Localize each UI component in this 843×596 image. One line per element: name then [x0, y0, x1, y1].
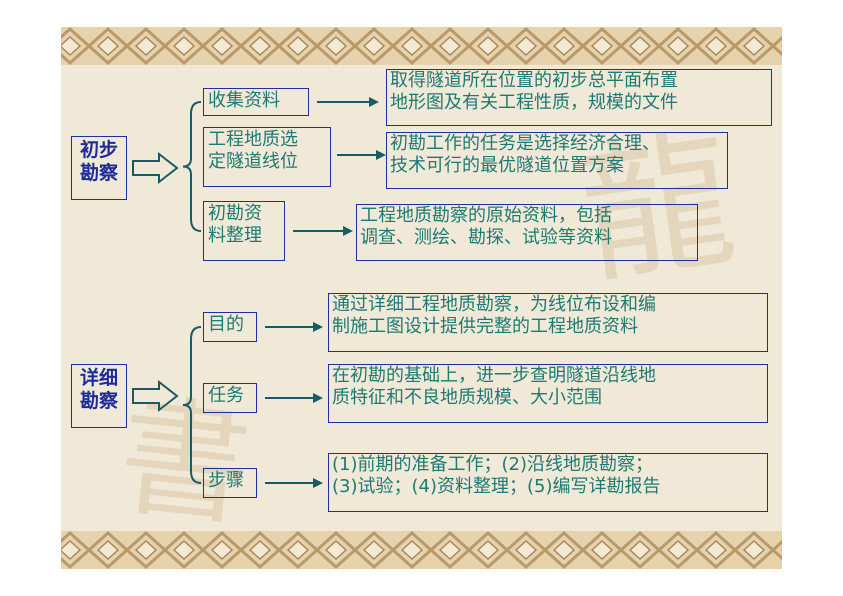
band-diamond-inner — [362, 35, 386, 57]
detail-brace — [182, 326, 202, 484]
top-border-band — [61, 27, 782, 65]
band-diamond-inner — [514, 539, 538, 561]
band-diamond-inner — [628, 539, 652, 561]
band-diamond-inner — [172, 35, 196, 57]
prelim-survey-label: 初步 勘察 — [71, 136, 127, 200]
detailed-survey-label: 详细 勘察 — [71, 364, 127, 428]
band-diamond-inner — [590, 35, 614, 57]
slide: 龍 書 初步 勘察 收集资料 工程地质选 定隧道线位 初勘资 料整理 取得隧道所… — [61, 27, 782, 569]
prelim-desc-data-sorting: 工程地质勘察的原始资料，包括 调查、测绘、勘探、试验等资料 — [356, 204, 698, 261]
band-diamond-inner — [590, 539, 614, 561]
detail-arrow-purpose-head — [313, 322, 323, 332]
band-diamond-inner — [552, 35, 576, 57]
band-diamond-inner — [438, 35, 462, 57]
band-diamond-inner — [96, 35, 120, 57]
detail-desc-purpose: 通过详细工程地质勘察，为线位布设和编 制施工图设计提供完整的工程地质资料 — [328, 293, 768, 352]
band-diamond-inner — [286, 35, 310, 57]
band-diamond-inner — [666, 35, 690, 57]
band-diamond-inner — [248, 539, 272, 561]
band-diamond-inner — [628, 35, 652, 57]
band-diamond-inner — [172, 539, 196, 561]
band-diamond-inner — [96, 539, 120, 561]
band-diamond-inner — [742, 539, 766, 561]
prelim-arrow-sorting-head — [343, 226, 353, 236]
prelim-arrow-route-head — [376, 150, 386, 160]
band-diamond-inner — [248, 35, 272, 57]
prelim-brace — [182, 101, 202, 232]
detail-hollow-arrow — [132, 379, 179, 413]
band-diamond-inner — [476, 35, 500, 57]
band-diamond-inner — [134, 539, 158, 561]
top-diamond-pattern — [61, 27, 782, 65]
band-diamond-inner — [324, 35, 348, 57]
detail-item-task: 任务 — [203, 383, 257, 413]
band-diamond-inner — [438, 539, 462, 561]
band-diamond-inner — [286, 539, 310, 561]
band-diamond-inner — [666, 539, 690, 561]
prelim-item-route-selection: 工程地质选 定隧道线位 — [203, 127, 331, 187]
band-diamond-inner — [61, 539, 82, 561]
band-diamond-inner — [514, 35, 538, 57]
detail-item-purpose: 目的 — [203, 312, 257, 342]
prelim-item-data-sorting: 初勘资 料整理 — [203, 201, 285, 261]
connector-layer — [132, 97, 386, 488]
prelim-arrow-collect-head — [369, 97, 379, 107]
detail-arrow-steps-head — [313, 478, 323, 488]
detail-item-steps: 步骤 — [203, 468, 257, 498]
band-diamond-inner — [704, 35, 728, 57]
band-diamond-inner — [742, 35, 766, 57]
band-diamond-inner — [476, 539, 500, 561]
detail-desc-steps: (1)前期的准备工作；(2)沿线地质勘察； (3)试验；(4)资料整理；(5)编… — [328, 453, 768, 512]
band-diamond-inner — [400, 539, 424, 561]
band-diamond-inner — [61, 35, 82, 57]
band-diamond-inner — [210, 539, 234, 561]
prelim-item-collect: 收集资料 — [203, 88, 309, 116]
band-diamond-inner — [210, 35, 234, 57]
band-diamond-inner — [134, 35, 158, 57]
band-diamond-inner — [704, 539, 728, 561]
prelim-desc-route-selection: 初勘工作的任务是选择经济合理、 技术可行的最优隧道位置方案 — [386, 132, 728, 189]
bottom-border-band — [61, 531, 782, 569]
prelim-desc-collect: 取得隧道所在位置的初步总平面布置 地形图及有关工程性质，规模的文件 — [386, 69, 772, 126]
detail-arrow-task-head — [313, 393, 323, 403]
band-diamond-inner — [552, 539, 576, 561]
bottom-diamond-pattern — [61, 531, 782, 569]
band-diamond-inner — [324, 539, 348, 561]
detail-desc-task: 在初勘的基础上，进一步查明隧道沿线地 质特征和不良地质规模、大小范围 — [328, 364, 768, 423]
prelim-hollow-arrow — [132, 151, 179, 185]
band-diamond-inner — [400, 35, 424, 57]
band-diamond-inner — [362, 539, 386, 561]
